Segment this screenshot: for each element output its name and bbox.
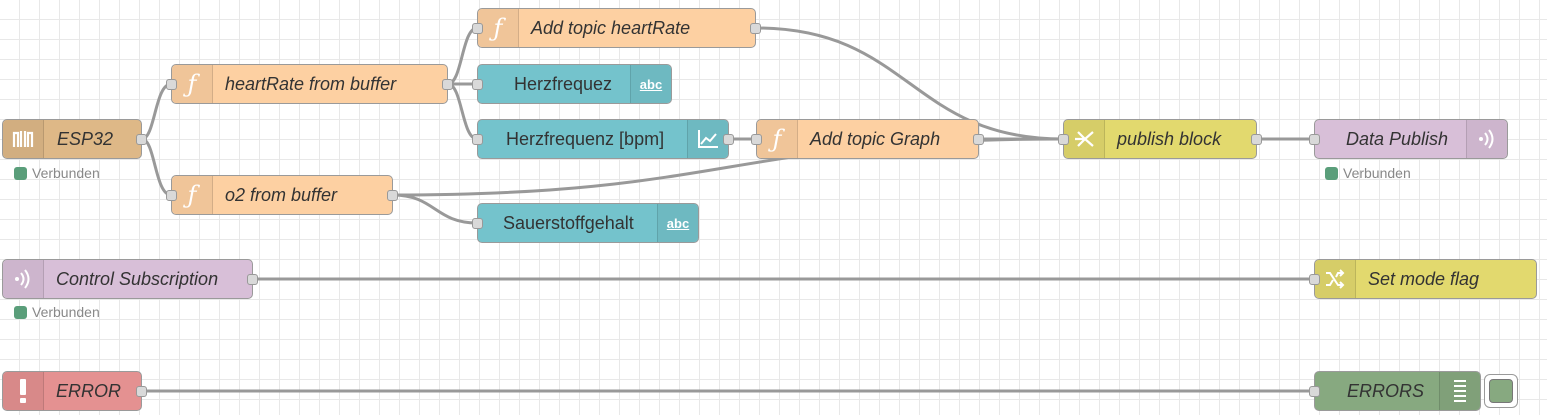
debug-list-icon <box>1439 372 1480 410</box>
wire-heartrate-to-herzfrequenz-bpm <box>447 82 478 141</box>
function-icon: ƒ <box>172 176 213 214</box>
alert-icon <box>3 372 44 410</box>
chart-icon <box>687 120 728 158</box>
input-port[interactable] <box>166 79 177 90</box>
sauerstoffgehalt-node[interactable]: Sauerstoffgehalt abc <box>472 203 699 243</box>
herzfrequenz-bpm-node[interactable]: Herzfrequenz [bpm] <box>472 119 734 159</box>
output-port[interactable] <box>973 134 984 145</box>
wire-o2-to-sauerstoffgehalt <box>392 193 478 225</box>
output-port[interactable] <box>247 274 258 285</box>
node-label: Control Subscription <box>56 268 219 289</box>
output-port[interactable] <box>723 134 734 145</box>
output-port[interactable] <box>442 79 453 90</box>
input-port[interactable] <box>1309 134 1320 145</box>
output-port[interactable] <box>136 134 147 145</box>
status-text: Verbunden <box>32 165 100 181</box>
output-port[interactable] <box>136 386 147 397</box>
node-label: o2 from buffer <box>225 184 338 205</box>
data-publish-status: Verbunden <box>1325 165 1411 181</box>
text-icon: abc <box>657 204 698 242</box>
status-text: Verbunden <box>32 304 100 320</box>
add-topic-graph-node[interactable]: ƒ Add topic Graph <box>751 119 984 159</box>
input-port[interactable] <box>472 218 483 229</box>
add-topic-heartrate-node[interactable]: ƒ Add topic heartRate <box>472 8 761 48</box>
wire-esp32-to-o2 <box>141 137 172 197</box>
input-port[interactable] <box>472 134 483 145</box>
mqtt-icon <box>3 260 44 298</box>
esp32-node[interactable]: ESP32 <box>2 119 147 159</box>
text-icon: abc <box>630 65 671 103</box>
input-port[interactable] <box>1058 134 1069 145</box>
output-port[interactable] <box>387 190 398 201</box>
input-port[interactable] <box>472 79 483 90</box>
node-label: Data Publish <box>1346 128 1449 149</box>
input-port[interactable] <box>1309 386 1320 397</box>
serial-port-icon <box>3 120 44 158</box>
function-icon: ƒ <box>172 65 213 103</box>
node-label: heartRate from buffer <box>225 73 397 94</box>
debug-toggle-button[interactable] <box>1484 374 1518 408</box>
node-label: publish block <box>1117 128 1222 149</box>
input-port[interactable] <box>1309 274 1320 285</box>
node-label: Herzfrequez <box>514 73 613 94</box>
node-label: ERROR <box>56 380 122 401</box>
node-label: ESP32 <box>57 128 114 149</box>
publish-block-node[interactable]: publish block <box>1058 119 1262 159</box>
input-port[interactable] <box>166 190 177 201</box>
node-label: Add topic Graph <box>810 128 941 149</box>
node-label: Herzfrequenz [bpm] <box>506 128 665 149</box>
errors-debug-node[interactable]: ERRORS <box>1309 371 1481 411</box>
esp32-status: Verbunden <box>14 165 100 181</box>
o2-from-buffer-node[interactable]: ƒ o2 from buffer <box>166 175 398 215</box>
wire-heartrate-to-addtopichr <box>447 26 478 86</box>
mqtt-icon <box>1466 120 1507 158</box>
control-subscription-node[interactable]: Control Subscription <box>2 259 258 299</box>
node-label: Add topic heartRate <box>531 17 691 38</box>
status-dot-icon <box>1325 166 1338 180</box>
function-icon: ƒ <box>757 120 798 158</box>
herzfrequez-node[interactable]: Herzfrequez abc <box>472 64 672 104</box>
control-subscription-status: Verbunden <box>14 304 100 320</box>
node-label: ERRORS <box>1347 380 1425 401</box>
status-text: Verbunden <box>1343 165 1411 181</box>
node-label: Sauerstoffgehalt <box>503 212 634 233</box>
set-mode-flag-node[interactable]: Set mode flag <box>1309 259 1537 299</box>
output-port[interactable] <box>750 23 761 34</box>
wire-addtopichr-to-publish <box>755 26 1064 141</box>
wire-esp32-to-heartrate <box>141 82 172 141</box>
status-dot-icon <box>14 305 27 319</box>
status-dot-icon <box>14 166 27 180</box>
join-icon <box>1064 120 1105 158</box>
node-label: Set mode flag <box>1368 268 1480 289</box>
debug-toggle-indicator <box>1489 379 1513 403</box>
input-port[interactable] <box>751 134 762 145</box>
data-publish-node[interactable]: Data Publish <box>1309 119 1508 159</box>
switch-icon <box>1315 260 1356 298</box>
output-port[interactable] <box>1251 134 1262 145</box>
error-catch-node[interactable]: ERROR <box>2 371 147 411</box>
heartrate-from-buffer-node[interactable]: ƒ heartRate from buffer <box>166 64 453 104</box>
function-icon: ƒ <box>478 9 519 47</box>
input-port[interactable] <box>472 23 483 34</box>
